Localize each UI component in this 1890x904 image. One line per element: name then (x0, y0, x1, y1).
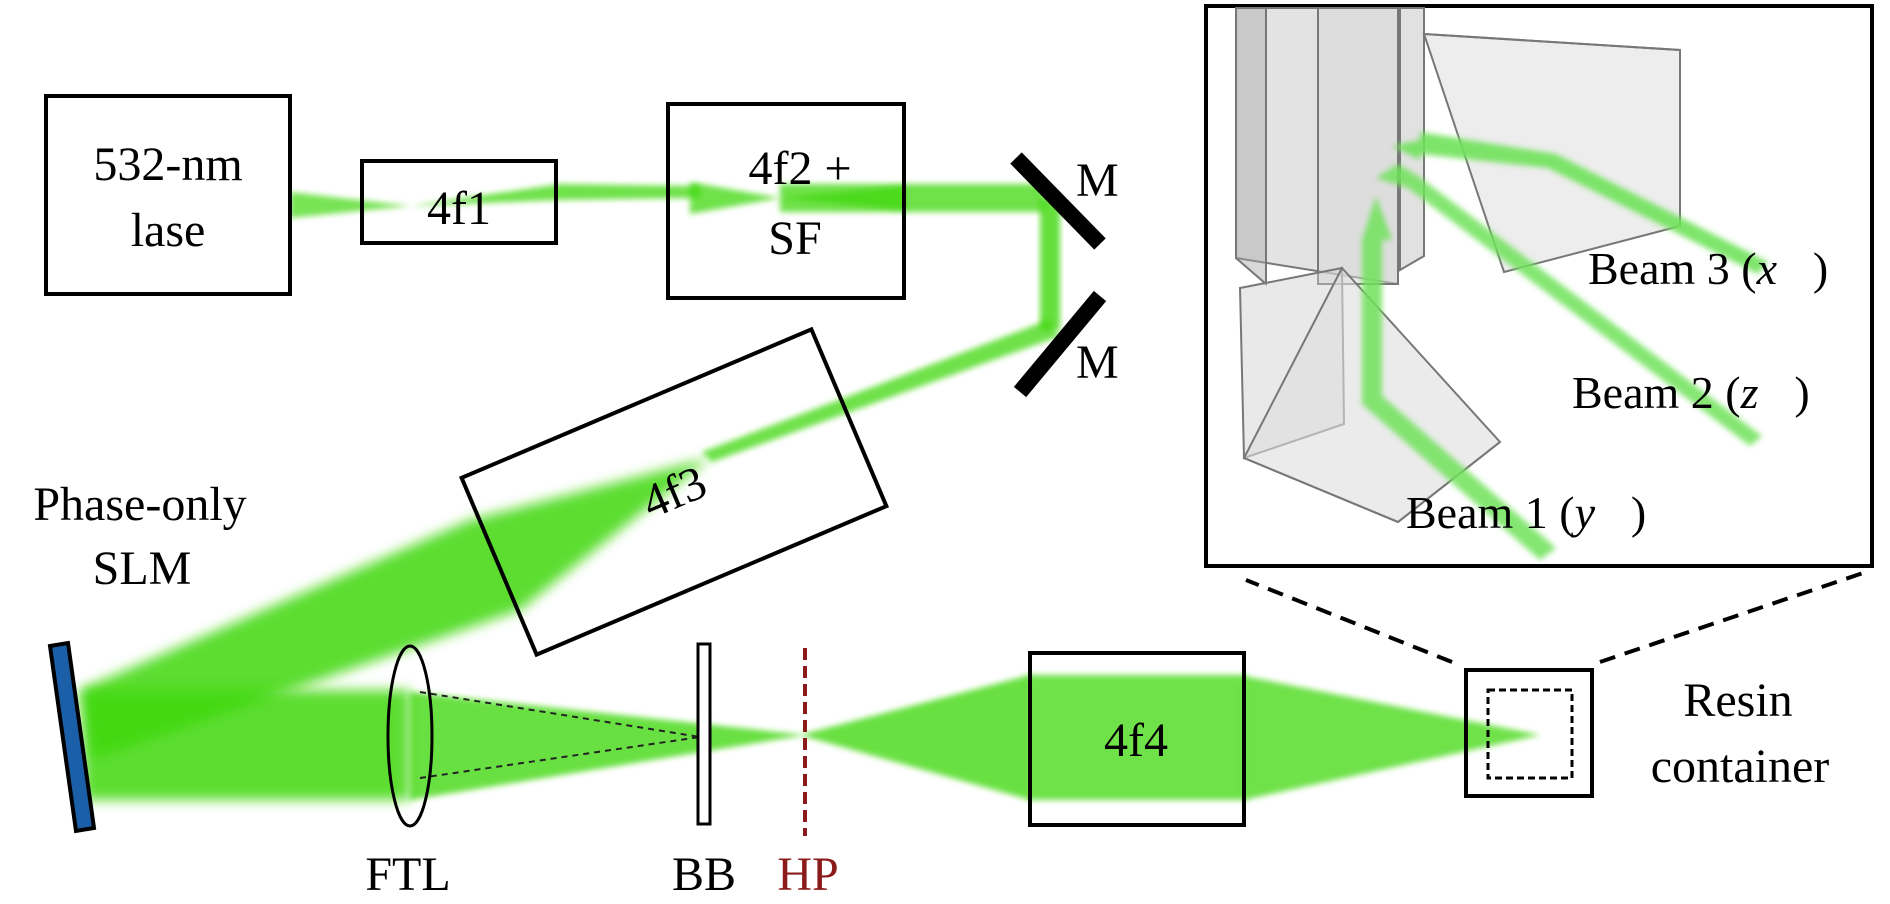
beam2-suffix: ) (1794, 367, 1809, 418)
beam-focus-to-4f4 (800, 675, 1030, 800)
beam2-label: Beam 2 (z⃗) (1572, 367, 1810, 418)
ftl-dashed-ray-top (419, 691, 701, 738)
resin-label-line1: Resin (1683, 674, 1792, 727)
beam-4f3-to-slm (80, 458, 710, 760)
beam-mirror-to-4f3 (702, 320, 1060, 462)
bb-label: BB (672, 848, 736, 901)
laser-box (44, 94, 292, 296)
inset-connector-right (1599, 570, 1867, 664)
4f3-box (458, 326, 890, 658)
beam1-suffix: ) (1631, 487, 1646, 538)
inset-beams (1362, 132, 1768, 560)
ftl-label: FTL (365, 848, 450, 901)
mirror-bottom (1013, 290, 1107, 398)
inset-beam2 (1376, 164, 1762, 446)
ftl-lens (386, 644, 434, 828)
beam3-suffix: ) (1813, 243, 1828, 294)
beam-paths (80, 182, 1540, 800)
ftl-dashed-ray-bottom (419, 736, 701, 779)
beam2-vector: z⃗ (1740, 367, 1795, 418)
mirror-top (1010, 152, 1106, 250)
laser-label-line1: 532-nm (93, 138, 242, 191)
4f2-box (666, 102, 906, 300)
inset-beam1 (1362, 196, 1556, 560)
beam3-prefix: Beam 3 ( (1588, 243, 1757, 294)
mirror-bottom-label: M (1076, 336, 1119, 389)
inset-prism-drawing (1235, 7, 1681, 524)
inset-panel: Beam 3 (x⃗) Beam 2 (z⃗) Beam 1 (y⃗) (1204, 4, 1874, 568)
4f2-label-line2: SF (768, 212, 821, 265)
beam-laser-to-4f1 (290, 192, 410, 218)
resin-container-box (1464, 668, 1594, 798)
beam1-vector: y⃗ (1571, 487, 1631, 538)
hp-label: HP (777, 848, 838, 901)
beam1-label: Beam 1 (y⃗) (1406, 487, 1646, 538)
4f2-label-line1: 4f2 + (748, 142, 851, 195)
4f1-box (360, 159, 558, 245)
beam3-vector: x⃗ (1756, 243, 1813, 294)
4f4-box (1028, 651, 1246, 827)
slm-plate (47, 640, 97, 834)
bb-block (696, 642, 712, 826)
beam3-label: Beam 3 (x⃗) (1588, 243, 1828, 294)
4f3-group: 4f3 (458, 326, 890, 658)
4f4-label: 4f4 (1104, 714, 1168, 767)
beam-slm-to-ftl (84, 690, 410, 800)
slm-label-line2: SLM (93, 542, 192, 595)
beam2-prefix: Beam 2 ( (1572, 367, 1741, 418)
inset-beam3 (1392, 132, 1768, 274)
inset-connector-left (1245, 578, 1453, 664)
beam-mirror-vertical (1040, 198, 1060, 330)
laser-label-line2: lase (131, 204, 206, 257)
mirror-top-label: M (1076, 154, 1119, 207)
slm-label-line1: Phase-only (33, 478, 246, 531)
beam-4f2-to-mirror (780, 184, 1045, 212)
beam-in-4f4 (1028, 675, 1246, 800)
4f3-label: 4f3 (634, 456, 714, 530)
beam-ftl-to-focus (410, 692, 805, 800)
resin-label-line2: container (1651, 740, 1830, 793)
beam1-prefix: Beam 1 ( (1406, 487, 1575, 538)
beam-4f4-to-resin (1244, 676, 1540, 800)
resin-inner-dashed (1486, 688, 1574, 780)
4f1-label: 4f1 (427, 182, 491, 235)
